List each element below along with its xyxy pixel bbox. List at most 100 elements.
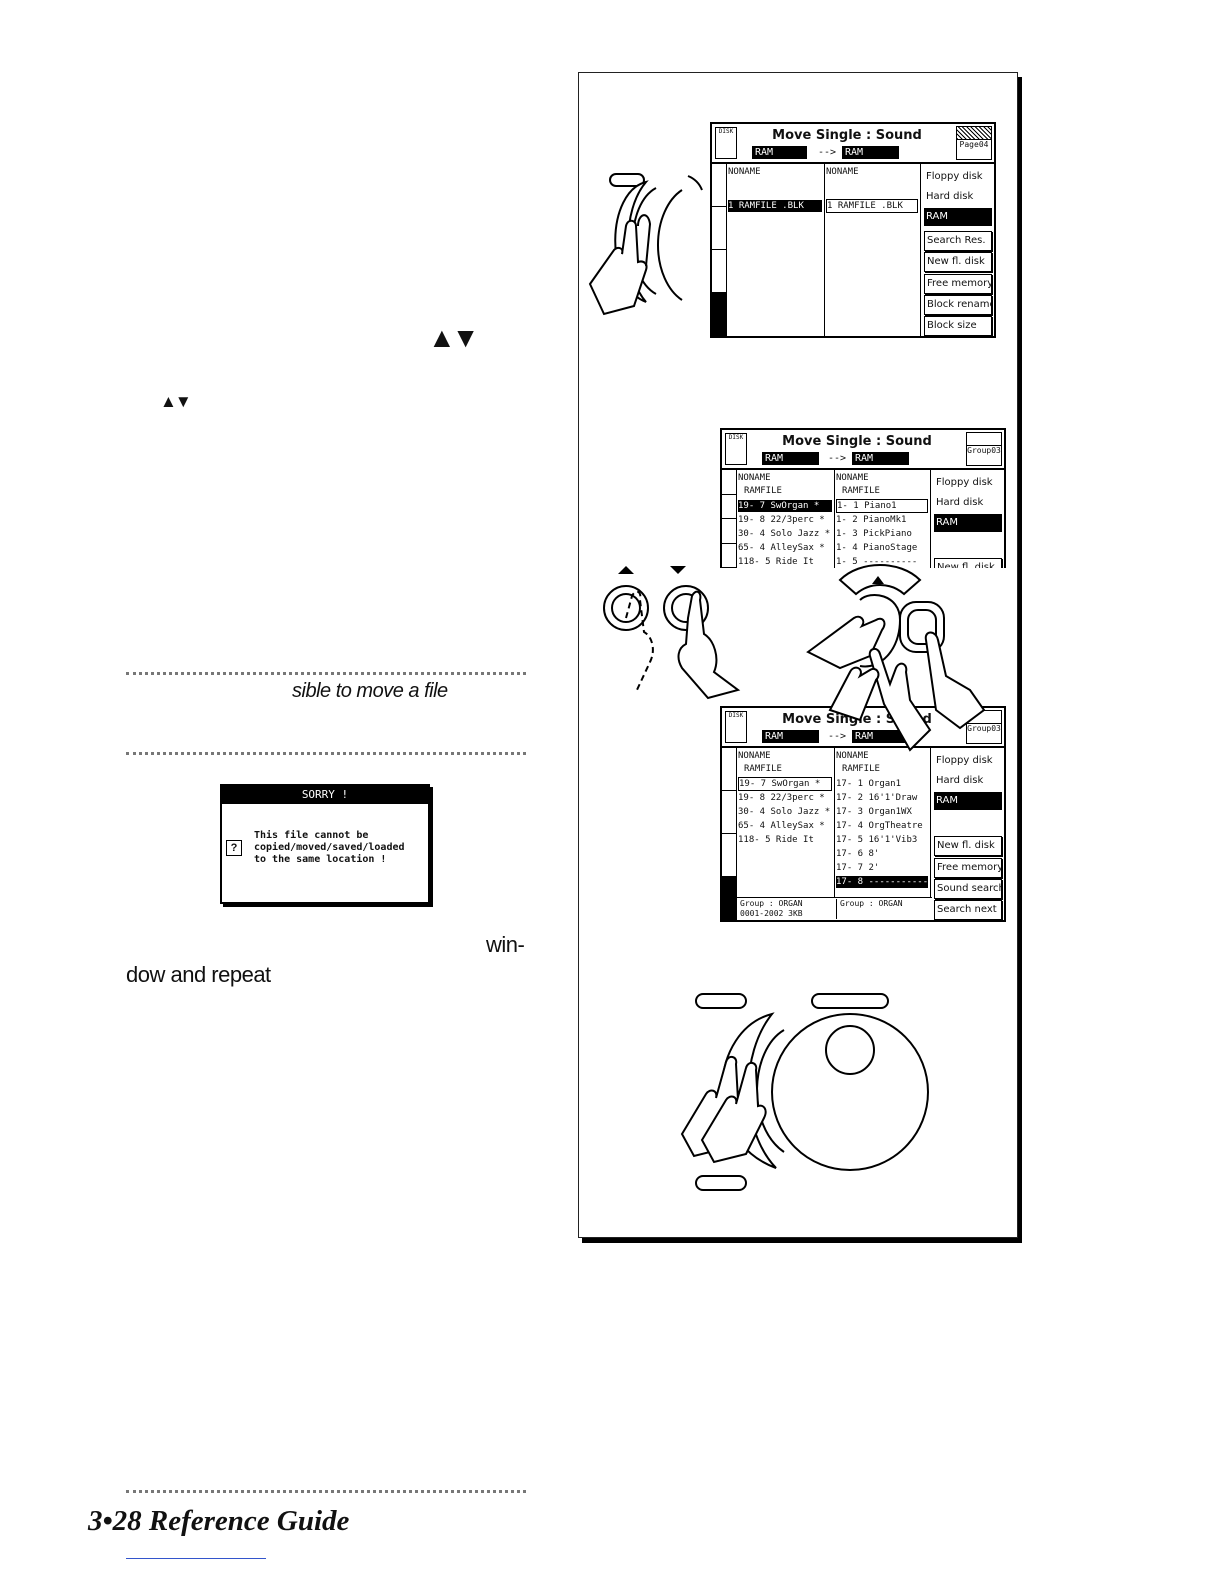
path-arrow: --> [828, 453, 847, 464]
list-item[interactable]: 19- 7 SwOrgan * [738, 777, 832, 791]
list-item[interactable]: 17- 8 ------------ [836, 876, 928, 888]
side-menu: Floppy disk Hard disk RAM Search Res. Ne… [922, 164, 994, 336]
page-button-label: Page04 [959, 140, 989, 149]
column-header: NONAME [738, 751, 771, 761]
footer-group: Group : ORGAN [740, 899, 803, 908]
footer-right: Group : ORGAN [836, 899, 903, 919]
menu-ram[interactable]: RAM [934, 514, 1002, 532]
right-column: NONAME RAMFILE 1- 1 Piano1 1- 2 PianoMk1… [834, 470, 931, 568]
dialog-message-line: to the same location ! [254, 854, 387, 865]
menu-new-fl-disk[interactable]: New fl. disk [924, 252, 992, 272]
left-column: NONAME RAMFILE 19- 7 SwOrgan * 19- 8 22/… [736, 748, 835, 898]
path-arrow: --> [828, 731, 847, 742]
screen-title: Move Single : Sound [772, 128, 922, 143]
list-item[interactable]: 1- 1 Piano1 [836, 499, 928, 513]
menu-new-fl-disk[interactable]: New fl. disk [934, 558, 1002, 568]
side-tabs[interactable] [722, 748, 737, 920]
list-item[interactable]: 30- 4 Solo Jazz * [738, 807, 831, 817]
menu-floppy-disk[interactable]: Floppy disk [936, 477, 993, 488]
disk-icon: DISK [725, 711, 747, 743]
left-column: NONAME 1 RAMFILE .BLK [726, 164, 825, 336]
list-item[interactable]: 19- 8 22/3perc * [738, 515, 825, 525]
question-icon: ? [226, 840, 242, 856]
list-item[interactable]: 19- 8 22/3perc * [738, 793, 825, 803]
menu-block-rename[interactable]: Block rename [924, 295, 992, 315]
footer-size: 0001-2002 3KB [740, 909, 803, 918]
dialog-message-line: This file cannot be [254, 830, 369, 841]
list-item[interactable]: 1- 3 PickPiano [836, 529, 912, 539]
dial-press-illustration-2 [806, 564, 986, 752]
disk-icon: DISK [715, 127, 737, 159]
dotted-separator [126, 672, 526, 675]
side-tabs[interactable] [712, 164, 727, 336]
menu-free-memory[interactable]: Free memory [924, 274, 992, 294]
menu-sound-search[interactable]: Sound search [934, 879, 1002, 899]
list-item[interactable]: 17- 2 16'1'Draw [836, 793, 918, 803]
side-menu: Floppy disk Hard disk RAM New fl. disk [932, 470, 1004, 568]
right-column: NONAME 1 RAMFILE .BLK [824, 164, 921, 336]
data-dial-illustration [680, 993, 929, 1191]
list-item[interactable]: 17- 7 2' [836, 863, 880, 873]
list-item[interactable]: 1 RAMFILE .BLK [826, 199, 918, 213]
source-path: RAM [752, 146, 807, 159]
footer-left: Group : ORGAN 0001-2002 3KB [740, 899, 832, 919]
text-fragment: dow and repeat [126, 962, 271, 987]
column-header: NONAME [738, 473, 771, 483]
menu-hard-disk[interactable]: Hard disk [926, 191, 974, 202]
list-item[interactable]: 19- 7 SwOrgan * [738, 500, 832, 512]
source-path: RAM [762, 730, 819, 743]
dotted-separator [126, 1490, 526, 1493]
screen-footer: Group : ORGAN 0001-2002 3KB Group : ORGA… [736, 897, 932, 920]
list-item[interactable]: 1- 4 PianoStage [836, 543, 918, 553]
menu-ram[interactable]: RAM [934, 792, 1002, 810]
menu-floppy-disk[interactable]: Floppy disk [926, 171, 983, 182]
list-item[interactable]: 1- 2 PianoMk1 [836, 515, 907, 525]
menu-search-next[interactable]: Search next [934, 900, 1002, 920]
menu-ram[interactable]: RAM [924, 208, 992, 226]
column-header: RAMFILE [744, 486, 782, 496]
arrow-keys-small: ▲▼ [160, 392, 192, 411]
arrow-buttons-illustration [603, 566, 741, 700]
dialog-message-line: copied/moved/saved/loaded [254, 842, 405, 853]
column-header: NONAME [826, 167, 859, 177]
screen-header: DISK Move Single : Sound RAM --> RAM Pag… [712, 124, 994, 164]
menu-search-res[interactable]: Search Res. [924, 231, 992, 251]
list-item[interactable]: 17- 5 16'1'Vib3 [836, 835, 918, 845]
menu-floppy-disk[interactable]: Floppy disk [936, 755, 993, 766]
dest-path: RAM [852, 730, 909, 743]
column-header: RAMFILE [842, 486, 880, 496]
disk-icon: DISK [725, 433, 747, 465]
menu-new-fl-disk[interactable]: New fl. disk [934, 836, 1002, 856]
list-item[interactable]: 118- 5 Ride It [738, 557, 814, 567]
menu-hard-disk[interactable]: Hard disk [936, 497, 984, 508]
lcd-screen-2: DISK Move Single : Sound RAM --> RAM Gro… [720, 428, 1006, 568]
side-tabs[interactable] [722, 470, 737, 568]
menu-free-memory[interactable]: Free memory [934, 858, 1002, 878]
list-item[interactable]: 1- 5 ---------- [836, 557, 918, 567]
list-item[interactable]: 17- 3 Organ1WX [836, 807, 912, 817]
list-item[interactable]: 17- 4 OrgTheatre [836, 821, 923, 831]
dest-path: RAM [842, 146, 899, 159]
list-item[interactable]: 118- 5 Ride It [738, 835, 814, 845]
list-item[interactable]: 1 RAMFILE .BLK [728, 200, 822, 212]
list-item[interactable]: 17- 1 Organ1 [836, 779, 902, 789]
page-button[interactable]: Page04 [956, 126, 992, 160]
column-header: RAMFILE [842, 764, 880, 774]
dial-press-illustration-1 [588, 173, 703, 316]
dialog-title: SORRY ! [222, 786, 428, 804]
side-menu: Floppy disk Hard disk RAM New fl. disk F… [932, 748, 1004, 920]
list-item[interactable]: 65- 4 AlleySax * [738, 821, 825, 831]
list-item[interactable]: 17- 6 8' [836, 849, 880, 859]
menu-block-size[interactable]: Block size [924, 316, 992, 336]
text-fragment: win- [486, 932, 525, 957]
list-item[interactable]: 65- 4 AlleySax * [738, 543, 825, 553]
page-button-label: Group03 [967, 724, 1001, 733]
page-button[interactable]: Group03 [966, 432, 1002, 466]
column-header: RAMFILE [744, 764, 782, 774]
path-arrow: --> [818, 147, 837, 158]
dialog-message: This file cannot be copied/moved/saved/l… [254, 830, 424, 866]
list-item[interactable]: 30- 4 Solo Jazz * [738, 529, 831, 539]
dest-path: RAM [852, 452, 909, 465]
menu-hard-disk[interactable]: Hard disk [936, 775, 984, 786]
footer-underline [126, 1558, 266, 1559]
